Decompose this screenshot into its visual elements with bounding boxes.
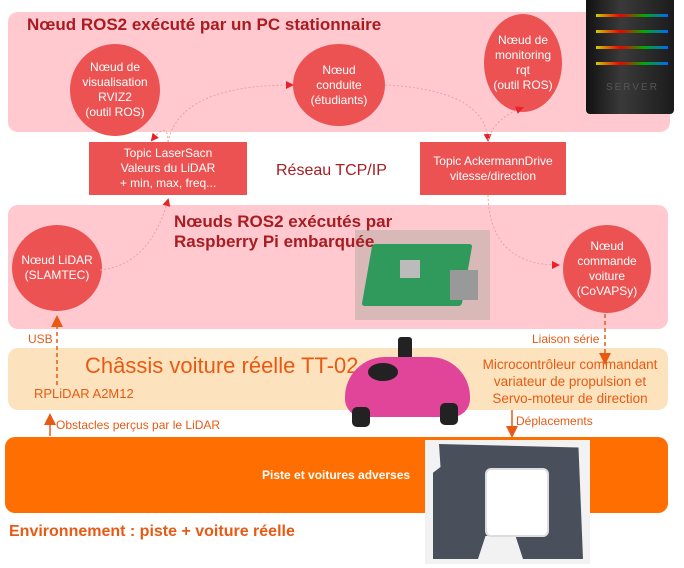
raspberry-pi-image [355, 230, 490, 320]
obstacles-label: Obstacles perçus par le LiDAR [56, 418, 221, 432]
rplidar-label: RPLiDAR A2M12 [34, 386, 134, 401]
arrow-laser-to-rviz [150, 130, 169, 143]
ackermann-topic: Topic AckermannDrive vitesse/direction [420, 142, 566, 195]
serial-label: Liaison série [532, 332, 600, 346]
commande-node: Nœud commande voiture (CoVAPSy) [563, 225, 651, 313]
moves-label: Déplacements [516, 414, 593, 428]
lidar-node: Nœud LiDAR (SLAMTEC) [12, 225, 102, 311]
chassis-panel [8, 348, 668, 410]
chassis-title: Châssis voiture réelle TT-02 [85, 353, 359, 378]
track-image [425, 440, 590, 564]
server-label: SERVER [606, 82, 659, 93]
rviz-node: Nœud de visualisation RVIZ2 (outil ROS) [70, 44, 160, 136]
laserscan-topic: Topic LaserSacn Valeurs du LiDAR + min, … [89, 142, 247, 195]
rqt-node: Nœud de monitoring rqt (outil ROS) [484, 14, 562, 112]
network-label: Réseau TCP/IP [276, 162, 387, 179]
usb-label: USB [28, 332, 53, 346]
pc-title: Nœud ROS2 exécuté par un PC stationnaire [27, 15, 382, 34]
mcu-label: Microcontrôleur commandant variateur de … [482, 357, 658, 406]
server-image: SERVER [586, 0, 674, 114]
car-image [340, 335, 472, 430]
environment-title: Environnement : piste + voiture réelle [9, 523, 295, 540]
environment-box-label: Piste et voitures adverses [262, 468, 411, 482]
conduite-node: Nœud conduite (étudiants) [293, 44, 385, 126]
rpi-title: Nœuds ROS2 exécutés par Raspberry Pi emb… [174, 212, 393, 251]
